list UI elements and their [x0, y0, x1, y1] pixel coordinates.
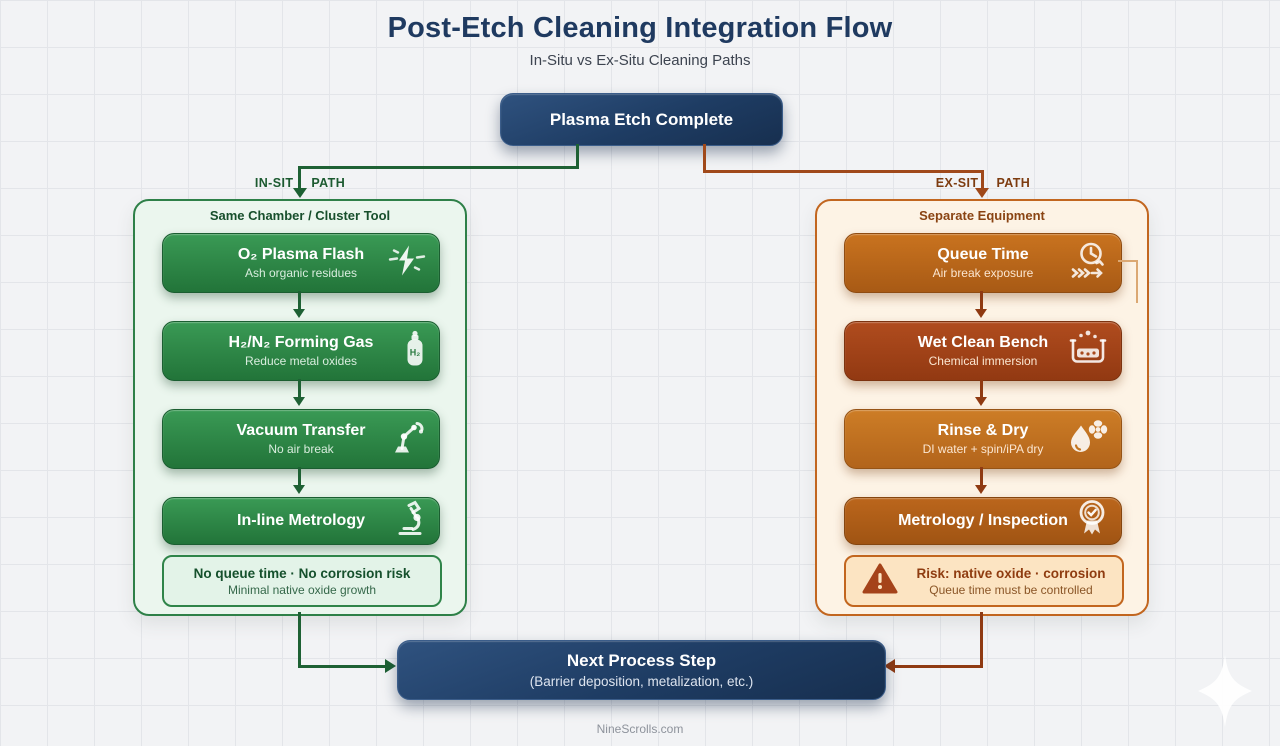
step-rinse-dry: Rinse & Dry DI water + spin/iPA dry: [844, 409, 1122, 469]
start-node-label: Plasma Etch Complete: [549, 109, 734, 129]
arrow-down-icon: [975, 309, 987, 318]
start-node: Plasma Etch Complete: [500, 93, 783, 146]
arrow-down-icon: [293, 188, 307, 198]
step-subtitle: No air break: [268, 442, 334, 456]
exsitu-panel: Separate Equipment Queue Time Air break …: [815, 199, 1149, 616]
connector-start-insitu: [298, 166, 579, 169]
step-title: Vacuum Transfer: [236, 422, 366, 439]
step-title: Metrology / Inspection: [898, 512, 1068, 529]
sparkle-icon: [1194, 652, 1256, 735]
connector-step: [980, 291, 983, 311]
exsitu-risk-note: Risk: native oxide · corrosion Queue tim…: [844, 555, 1124, 607]
connector-start-insitu: [576, 144, 579, 168]
connector-step: [298, 291, 301, 311]
connector-start-insitu: [298, 166, 301, 190]
footer-watermark: NineScrolls.com: [596, 722, 684, 736]
step-subtitle: Reduce metal oxides: [244, 354, 358, 368]
arrow-down-icon: [293, 309, 305, 318]
note-subtitle: Minimal native oxide growth: [227, 582, 377, 597]
step-inline-metrology: In-line Metrology: [162, 497, 440, 545]
exsitu-path-label-right: PATH: [996, 176, 1031, 190]
connector-start-exsitu: [981, 170, 984, 190]
step-vacuum-transfer: Vacuum Transfer No air break: [162, 409, 440, 469]
arrow-down-icon: [293, 397, 305, 406]
note-title: No queue time · No corrosion risk: [193, 565, 411, 581]
insitu-path-label-right: PATH: [311, 176, 346, 190]
step-subtitle: Ash organic residues: [244, 266, 358, 280]
page-title: Post-Etch Cleaning Integration Flow: [387, 12, 893, 44]
svg-text:H₂: H₂: [410, 348, 421, 358]
insitu-path-label: IN-SIT PATH: [160, 176, 440, 190]
step-title: O₂ Plasma Flash: [237, 246, 365, 263]
step-title: In-line Metrology: [237, 512, 365, 529]
end-node-title: Next Process Step: [566, 651, 717, 670]
insitu-panel-title: Same Chamber / Cluster Tool: [209, 208, 391, 223]
step-metrology-inspection: Metrology / Inspection: [844, 497, 1122, 545]
step-title: Queue Time: [937, 246, 1029, 263]
award-ribbon-icon: [1076, 500, 1108, 543]
exsitu-path-label-left: EX-SIT: [935, 176, 979, 190]
step-wet-clean-bench: Wet Clean Bench Chemical immersion: [844, 321, 1122, 381]
connector-exsitu-end: [980, 612, 983, 668]
arrow-down-icon: [293, 485, 305, 494]
microscope-icon: [394, 500, 426, 542]
connector-insitu-end: [298, 612, 301, 668]
insitu-panel: Same Chamber / Cluster Tool O₂ Plasma Fl…: [133, 199, 467, 616]
step-title: Wet Clean Bench: [917, 334, 1049, 351]
warning-icon: [862, 563, 898, 600]
step-subtitle: DI water + spin/iPA dry: [922, 442, 1044, 456]
connector-step: [980, 467, 983, 487]
page-subtitle: In-Situ vs Ex-Situ Cleaning Paths: [529, 52, 751, 69]
queue-time-bracket-line: [1136, 260, 1138, 303]
queue-time-bracket-line: [1118, 260, 1138, 262]
step-subtitle: Air break exposure: [932, 266, 1034, 280]
robot-arm-icon: [390, 420, 426, 459]
arrow-left-icon: [884, 659, 895, 673]
connector-start-exsitu: [703, 170, 984, 173]
immersion-tank-icon: [1068, 330, 1108, 372]
risk-subtitle: Queue time must be controlled: [929, 582, 1093, 597]
end-node-subtitle: (Barrier deposition, metalization, etc.): [529, 674, 754, 689]
arrow-down-icon: [975, 397, 987, 406]
arrow-down-icon: [975, 188, 989, 198]
end-node: Next Process Step (Barrier deposition, m…: [397, 640, 886, 700]
clock-history-icon: [1066, 242, 1108, 285]
gas-cylinder-icon: H₂: [404, 330, 426, 372]
insitu-note: No queue time · No corrosion risk Minima…: [162, 555, 442, 607]
step-o2-plasma-flash: O₂ Plasma Flash Ash organic residues: [162, 233, 440, 293]
step-forming-gas: H₂/N₂ Forming Gas Reduce metal oxides H₂: [162, 321, 440, 381]
droplet-fan-icon: [1068, 418, 1108, 461]
connector-step: [298, 379, 301, 399]
connector-insitu-end: [298, 665, 387, 668]
step-title: Rinse & Dry: [937, 422, 1029, 439]
insitu-path-label-left: IN-SIT: [254, 176, 294, 190]
flash-icon: [388, 245, 426, 281]
exsitu-panel-title: Separate Equipment: [919, 208, 1045, 223]
risk-title: Risk: native oxide · corrosion: [916, 565, 1106, 581]
arrow-right-icon: [385, 659, 396, 673]
connector-step: [298, 467, 301, 487]
connector-exsitu-end: [895, 665, 983, 668]
arrow-down-icon: [975, 485, 987, 494]
step-queue-time: Queue Time Air break exposure: [844, 233, 1122, 293]
step-title: H₂/N₂ Forming Gas: [228, 334, 374, 351]
exsitu-path-label: EX-SIT PATH: [843, 176, 1123, 190]
connector-step: [980, 379, 983, 399]
connector-start-exsitu: [703, 144, 706, 172]
step-subtitle: Chemical immersion: [928, 354, 1038, 368]
